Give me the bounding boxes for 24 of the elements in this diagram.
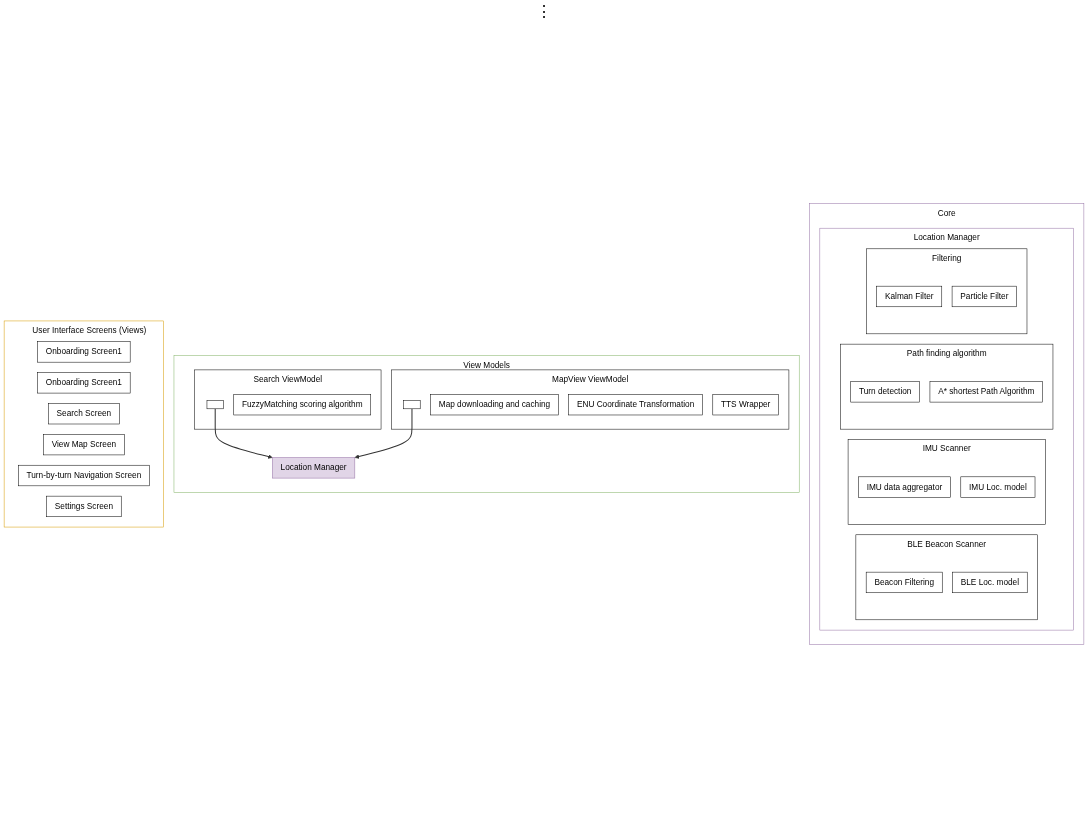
arrow (354, 408, 413, 459)
node-box: BLE Loc. model (952, 571, 1028, 593)
node-box: Search Screen (48, 403, 120, 425)
arrow (214, 408, 273, 459)
node-box: Particle Filter (951, 285, 1017, 308)
node-box: ENU Coordinate Transformation (568, 394, 703, 416)
node-box: Map downloading and caching (430, 394, 559, 416)
node-box (403, 400, 421, 410)
node-box: Kalman Filter (876, 285, 943, 308)
node-box: A* shortest Path Algorithm (929, 381, 1043, 403)
node-box: Turn detection (850, 381, 920, 403)
node-box: Turn-by-turn Navigation Screen (18, 464, 150, 487)
ellipsis-mark: ⋮ (536, 3, 552, 20)
node-box: Location Manager (272, 457, 356, 479)
node-box (206, 400, 224, 410)
node-box: View Map Screen (43, 434, 125, 456)
node-box: IMU Loc. model (960, 476, 1036, 498)
node-box: IMU data aggregator (858, 476, 951, 498)
node-box: Beacon Filtering (865, 571, 943, 593)
node-box: Onboarding Screen1 (37, 341, 131, 363)
node-box: Onboarding Screen1 (37, 372, 131, 394)
node-box: TTS Wrapper (712, 394, 779, 416)
node-box: FuzzyMatching scoring algorithm (233, 394, 371, 416)
node-box: Settings Screen (46, 495, 122, 517)
